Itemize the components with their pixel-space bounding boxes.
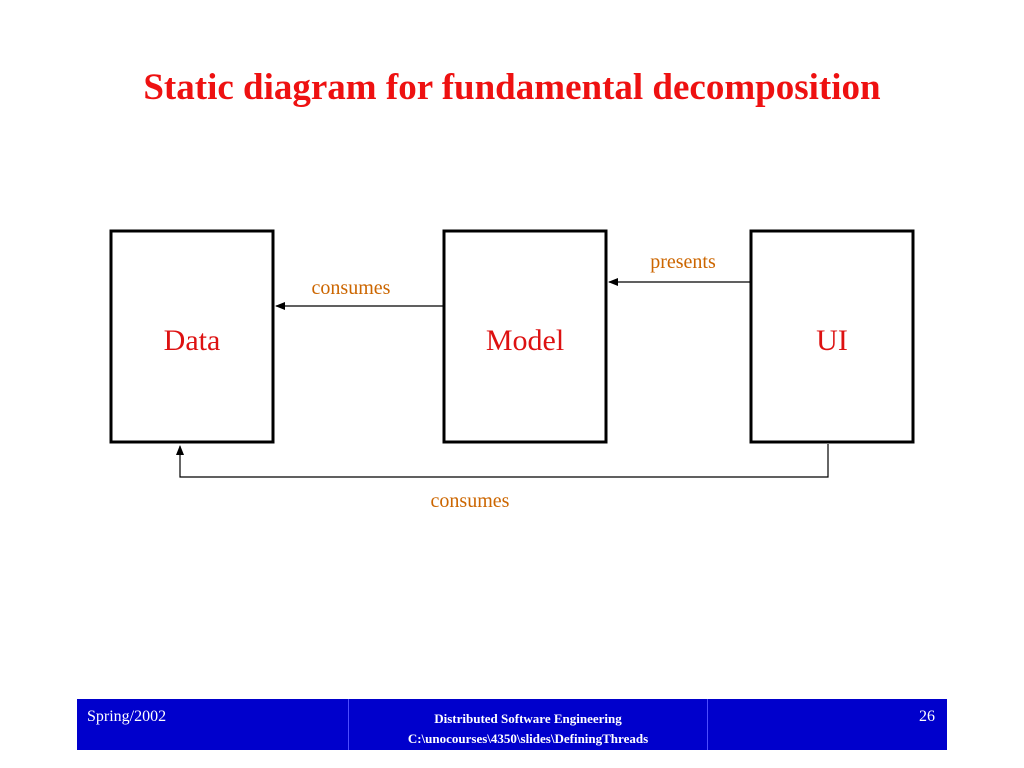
ui-box: UI bbox=[749, 229, 915, 444]
model-consumes-data-label: consumes bbox=[312, 277, 391, 299]
footer-page-number: 26 bbox=[919, 708, 935, 725]
ui-box-label: UI bbox=[816, 324, 848, 357]
ui-consumes-data-arrow bbox=[176, 444, 829, 478]
slide-footer: Spring/2002 Distributed Software Enginee… bbox=[77, 699, 947, 750]
footer-course-info: Distributed Software Engineering C:\unoc… bbox=[349, 699, 708, 750]
data-box: Data bbox=[109, 229, 275, 444]
footer-date: Spring/2002 bbox=[77, 699, 349, 750]
ui-box-rect bbox=[749, 229, 915, 444]
footer-file-path: C:\unocourses\4350\slides\DefiningThread… bbox=[407, 731, 649, 746]
ui-presents-model-label: presents bbox=[650, 251, 716, 273]
model-box-label: Model bbox=[486, 324, 564, 357]
slide-title: Static diagram for fundamental decomposi… bbox=[143, 67, 881, 108]
data-box-label: Data bbox=[164, 324, 221, 357]
model-box: Model bbox=[442, 229, 608, 444]
data-box-rect bbox=[109, 229, 275, 444]
footer-course-title: Distributed Software Engineering bbox=[434, 711, 622, 726]
ui-consumes-data-label: consumes bbox=[431, 490, 510, 512]
model-box-rect bbox=[442, 229, 608, 444]
